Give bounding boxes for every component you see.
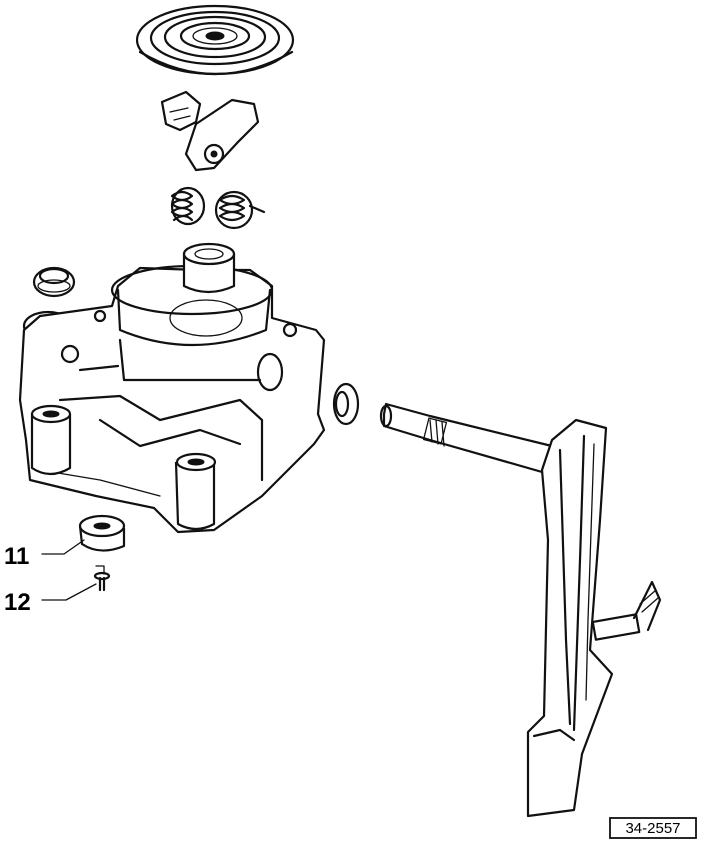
diaphragm-disc [135, 4, 295, 76]
pedal-lever [526, 418, 662, 818]
spring-pair [170, 186, 266, 230]
part-11-spacer [78, 514, 126, 552]
drawing-number: 34-2557 [625, 820, 680, 837]
lever-bracket [160, 90, 260, 172]
part-12-screw [93, 565, 111, 592]
callout-12-label: 12 [4, 589, 31, 616]
leader-lines [41, 539, 97, 601]
housing-body [18, 242, 326, 534]
drawing-number-box: 34-2557 [609, 817, 697, 839]
pedal-shaft [379, 402, 562, 478]
callout-11-label: 11 [4, 543, 29, 570]
shaft-seal [332, 382, 360, 426]
